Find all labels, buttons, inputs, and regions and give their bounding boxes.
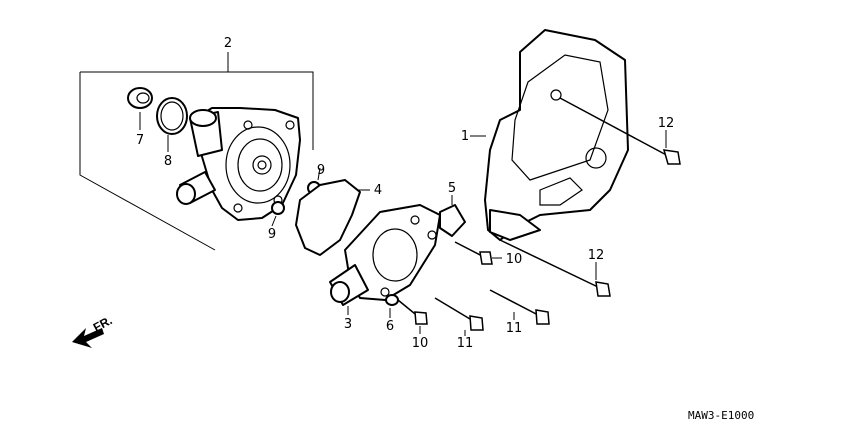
front-direction-arrow: FR.: [72, 313, 114, 348]
bolt-11a: [434, 297, 484, 336]
bolt-12a: [559, 97, 681, 165]
pump-cover-3: [329, 204, 441, 315]
callout-12b: 12: [588, 248, 605, 263]
diagram-code: MAW3-E1000: [688, 409, 754, 422]
callout-10a: 10: [506, 252, 523, 267]
assembly-bracket: [79, 52, 314, 251]
oil-seal-7: [127, 87, 153, 130]
washer-6: [385, 294, 399, 318]
dowel-pin-9b: [271, 201, 285, 227]
callout-8: 8: [164, 154, 172, 169]
callout-3: 3: [344, 317, 352, 332]
callout-1: 1: [461, 129, 469, 144]
callout-11a: 11: [457, 336, 474, 351]
callout-5: 5: [448, 181, 456, 196]
bolt-11b: [489, 289, 550, 325]
cover-1: [470, 29, 629, 241]
o-ring-8: [156, 97, 188, 152]
callout-9a: 9: [317, 163, 325, 178]
callout-7: 7: [136, 133, 144, 148]
callout-4: 4: [374, 183, 382, 198]
callout-6: 6: [386, 319, 394, 334]
callout-9b: 9: [268, 227, 276, 242]
clip-5: [439, 195, 466, 237]
callout-2: 2: [224, 36, 232, 51]
bolt-12b: [499, 239, 611, 297]
bolt-10b: [397, 299, 428, 334]
callout-11b: 11: [506, 321, 523, 336]
bolt-10a: [454, 241, 502, 265]
callout-10b: 10: [412, 336, 429, 351]
callout-12a: 12: [658, 116, 675, 131]
water-pump-body-2: [176, 107, 301, 221]
gasket-4: [295, 179, 370, 256]
